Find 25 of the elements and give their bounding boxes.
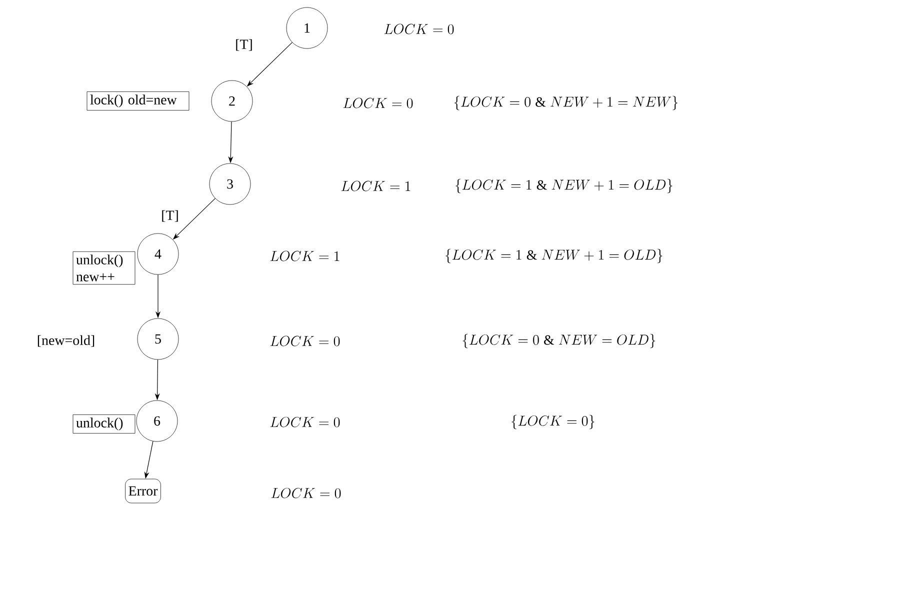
state-formula: $LOCK = 0$	[384, 24, 454, 34]
edge-label: [T]	[162, 210, 178, 222]
circle-node: 2	[211, 80, 253, 122]
terminal-box: Error	[125, 478, 161, 504]
state-formula: $\{LOCK = 1 \;\&\; NEW + 1 = OLD\}$	[456, 178, 672, 194]
code-box: lock() old=new	[86, 91, 190, 111]
state-formula: $\{LOCK = 0\}$	[512, 414, 594, 430]
state-formula: $LOCK = 0$	[270, 416, 340, 428]
circle-node: 5	[137, 318, 179, 360]
state-formula: $LOCK = 0$	[343, 98, 413, 108]
circle-node: 3	[209, 163, 251, 205]
state-formula: $LOCK = 0$	[271, 488, 341, 498]
state-formula: $\{LOCK = 0 \;\&\; NEW + 1 = NEW\}$	[454, 96, 678, 110]
code-box: unlock()	[72, 414, 136, 434]
state-formula: $LOCK = 1$	[341, 180, 410, 192]
state-formula: $\{LOCK = 0 \;\&\; NEW = OLD\}$	[462, 334, 656, 348]
state-formula: $LOCK = 1$	[270, 250, 340, 262]
state-formula: $LOCK = 0$	[270, 336, 340, 346]
circle-node: 6	[136, 400, 178, 442]
edge-label: [T]	[236, 39, 252, 51]
code-box: unlock() new++	[72, 251, 136, 285]
guard-label: [new=old]	[38, 335, 94, 347]
circle-node: 4	[137, 233, 179, 275]
circle-node: 1	[286, 7, 328, 49]
state-formula: $\{LOCK = 1 \;\&\; NEW + 1 = OLD\}$	[446, 248, 662, 264]
